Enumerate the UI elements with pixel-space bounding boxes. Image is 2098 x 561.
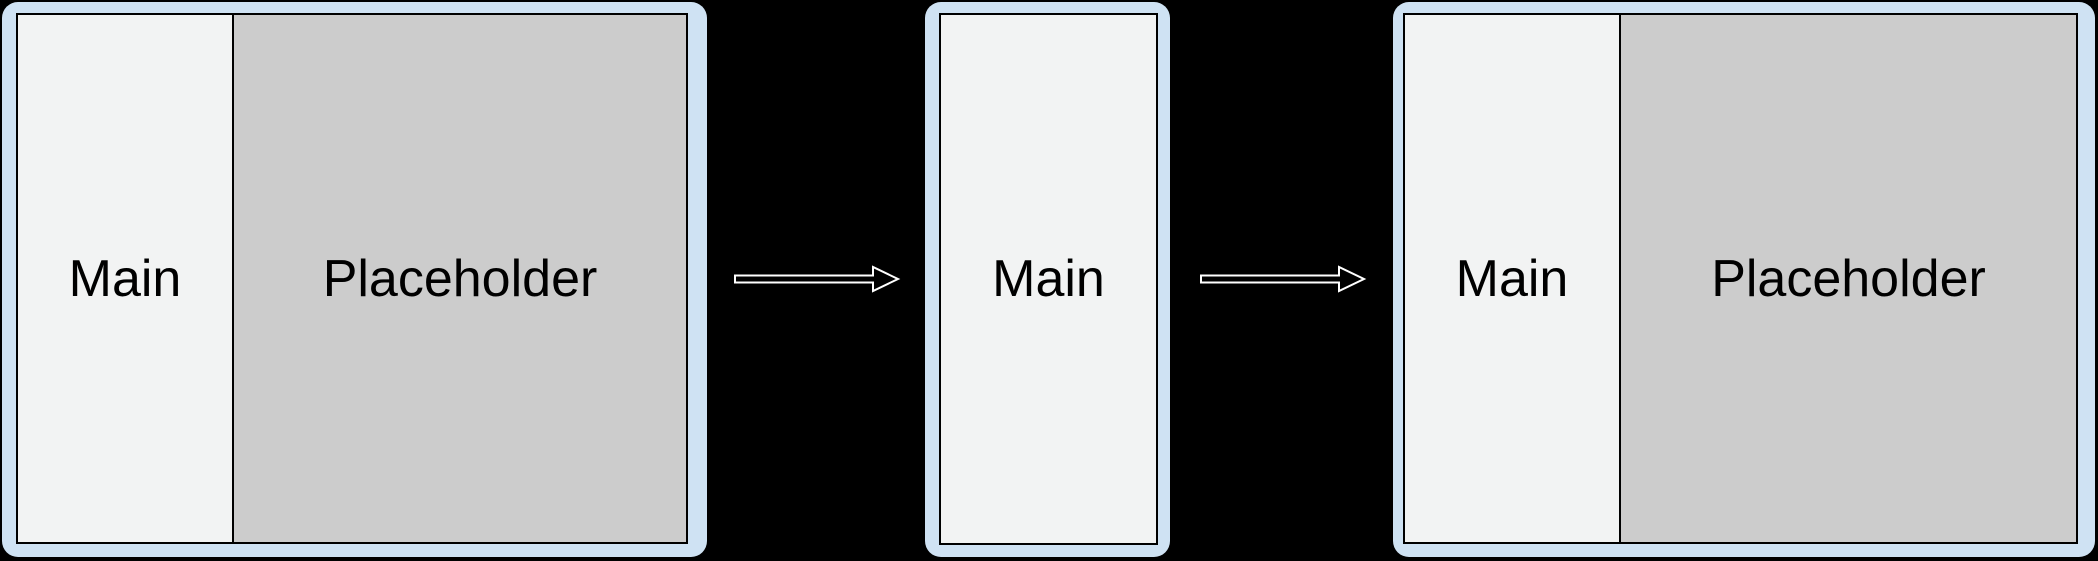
stage-2-window: Main	[939, 13, 1158, 545]
stage-2-main-panel: Main	[941, 15, 1156, 543]
stage-2-frame: Main	[925, 2, 1170, 557]
right-arrow-shape	[1200, 265, 1367, 293]
stage-3-main-label: Main	[1455, 249, 1569, 308]
right-arrow-icon	[1200, 265, 1367, 293]
stage-2-main-label: Main	[992, 250, 1105, 308]
stage-1-window: Main Placeholder	[16, 13, 688, 544]
right-arrow-shape	[734, 265, 901, 293]
stage-1-main-label: Main	[68, 249, 182, 308]
stage-3-frame: Main Placeholder	[1393, 2, 2095, 557]
stage-1-frame: Main Placeholder	[2, 2, 707, 557]
stage-1-placeholder-panel: Placeholder	[234, 15, 686, 542]
stage-3-placeholder-label: Placeholder	[1711, 249, 1986, 308]
right-arrow-icon	[734, 265, 901, 293]
stage-3-window: Main Placeholder	[1403, 13, 2078, 544]
stage-1-placeholder-label: Placeholder	[322, 249, 598, 308]
stage-3-main-panel: Main	[1405, 15, 1621, 542]
stage-1-main-panel: Main	[18, 15, 234, 542]
stage-3-placeholder-panel: Placeholder	[1621, 15, 2076, 542]
